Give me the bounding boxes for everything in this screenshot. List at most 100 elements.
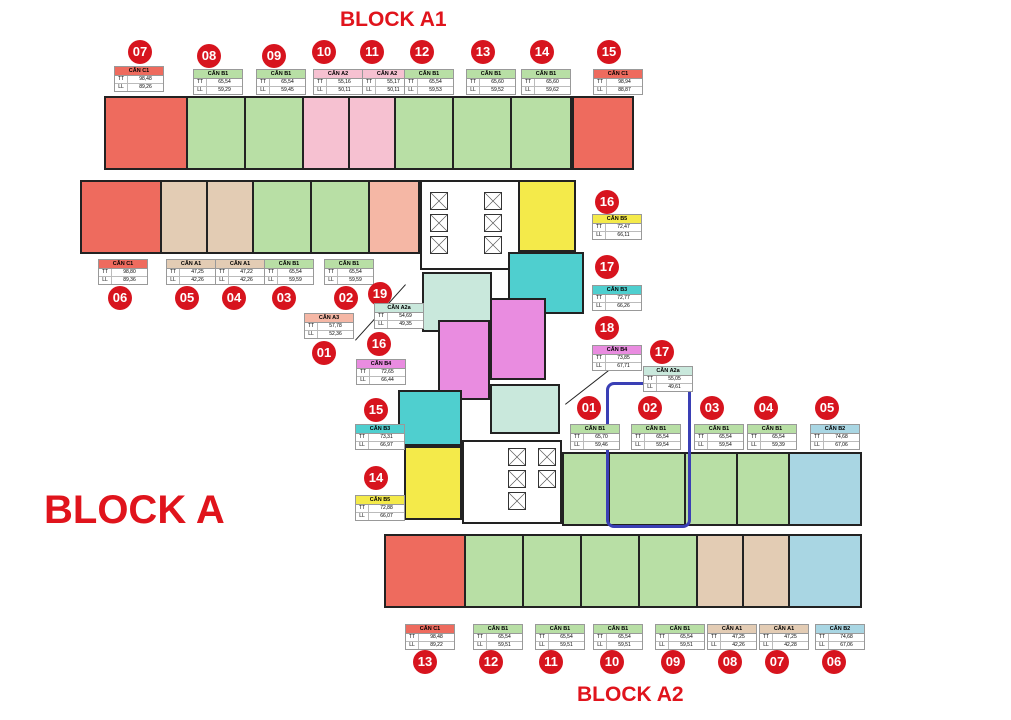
unit-number-badge[interactable]: 08 — [197, 44, 221, 68]
area-key: TT — [357, 369, 370, 376]
area-value: 65,54 — [772, 434, 785, 440]
unit-number-badge[interactable]: 13 — [471, 40, 495, 64]
unit-type-label: CĂN C1 — [115, 67, 163, 76]
unit-type-label: CĂN B5 — [356, 496, 404, 505]
unit-number-badge[interactable]: 01 — [312, 341, 336, 365]
unit-number-badge[interactable]: 03 — [272, 286, 296, 310]
area-key: TT — [593, 295, 606, 302]
area-value: 47,22 — [240, 269, 253, 275]
unit-plan-a-17 — [490, 384, 560, 434]
unit-number-badge[interactable]: 15 — [597, 40, 621, 64]
unit-type-label: CĂN A2 — [314, 70, 362, 79]
unit-type-label: CĂN B3 — [356, 425, 404, 434]
core-a1 — [420, 180, 520, 270]
elevator-shaft — [430, 192, 448, 210]
area-key: TT — [257, 79, 270, 86]
unit-number-badge[interactable]: 08 — [718, 650, 742, 674]
unit-number-badge[interactable]: 18 — [595, 316, 619, 340]
unit-number-badge[interactable]: 02 — [638, 396, 662, 420]
unit-type-label: CĂN B1 — [325, 260, 373, 269]
unit-type-label: CĂN A2 — [363, 70, 411, 79]
unit-number-badge[interactable]: 04 — [222, 286, 246, 310]
area-key: TT — [816, 634, 829, 641]
unit-number-badge[interactable]: 05 — [815, 396, 839, 420]
area-key: TT — [467, 79, 480, 86]
unit-number-badge[interactable]: 07 — [128, 40, 152, 64]
unit-number-badge[interactable]: 07 — [765, 650, 789, 674]
area-key: LL — [816, 642, 829, 649]
unit-number-badge[interactable]: 11 — [539, 650, 563, 674]
elevator-shaft — [430, 236, 448, 254]
area-value: 65,54 — [656, 434, 669, 440]
unit-number-badge[interactable]: 14 — [364, 466, 388, 490]
elevator-shaft — [484, 214, 502, 232]
unit-number-badge[interactable]: 14 — [530, 40, 554, 64]
unit-number-badge[interactable]: 12 — [479, 650, 503, 674]
unit-type-label: CĂN B1 — [632, 425, 680, 434]
unit-type-label: CĂN A2a — [375, 304, 423, 313]
unit-plan-a2-06 — [790, 536, 860, 606]
area-value: 42,26 — [240, 277, 253, 283]
unit-number-badge[interactable]: 05 — [175, 286, 199, 310]
area-value: 65,60 — [491, 79, 504, 85]
area-key: TT — [356, 505, 369, 512]
area-value: 89,26 — [139, 84, 152, 90]
area-key: LL — [571, 442, 584, 449]
unit-number-badge[interactable]: 01 — [577, 396, 601, 420]
area-value: 59,51 — [680, 642, 693, 648]
unit-number-badge[interactable]: 17 — [650, 340, 674, 364]
unit-number-badge[interactable]: 10 — [312, 40, 336, 64]
unit-number-badge[interactable]: 12 — [410, 40, 434, 64]
unit-number-badge[interactable]: 06 — [822, 650, 846, 674]
unit-number-badge[interactable]: 02 — [334, 286, 358, 310]
unit-number-badge[interactable]: 06 — [108, 286, 132, 310]
area-key: TT — [265, 269, 278, 276]
area-value: 98,48 — [139, 76, 152, 82]
area-key: LL — [194, 87, 207, 94]
unit-plan-a-15 — [398, 390, 462, 446]
area-value: 66,26 — [617, 303, 630, 309]
area-value: 49,35 — [399, 321, 412, 327]
unit-number-badge[interactable]: 16 — [595, 190, 619, 214]
unit-number-badge[interactable]: 04 — [754, 396, 778, 420]
area-value: 55,17 — [387, 79, 400, 85]
unit-plan-a-16l — [438, 320, 490, 400]
unit-type-label: CĂN A1 — [708, 625, 756, 634]
area-value: 50,11 — [338, 87, 351, 93]
unit-number-badge[interactable]: 11 — [360, 40, 384, 64]
unit-number-badge[interactable]: 19 — [368, 282, 392, 306]
area-key: TT — [644, 376, 657, 383]
unit-number-badge[interactable]: 16 — [367, 332, 391, 356]
area-value: 59,54 — [656, 442, 669, 448]
unit-number-badge[interactable]: 15 — [364, 398, 388, 422]
unit-number-badge[interactable]: 09 — [262, 44, 286, 68]
unit-number-badge[interactable]: 10 — [600, 650, 624, 674]
unit-number-badge[interactable]: 03 — [700, 396, 724, 420]
block-a-title: BLOCK A — [44, 488, 225, 532]
unit-number-badge[interactable]: 17 — [595, 255, 619, 279]
unit-plan-a1-03 — [254, 182, 312, 252]
unit-type-label: CĂN B1 — [571, 425, 619, 434]
unit-number-badge[interactable]: 09 — [661, 650, 685, 674]
area-value: 47,25 — [732, 634, 745, 640]
unit-number-badge[interactable]: 13 — [413, 650, 437, 674]
